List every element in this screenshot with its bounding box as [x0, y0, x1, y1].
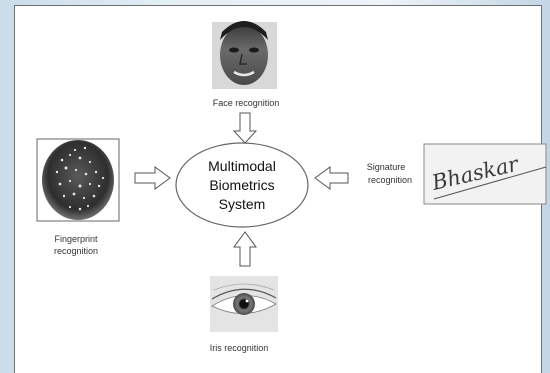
hollow-arrow-right-icon: [134, 166, 171, 190]
face-photo: [212, 21, 277, 89]
hollow-arrow-left-icon: [314, 166, 349, 190]
central-line-3: System: [218, 196, 266, 212]
iris-eye-image: [210, 276, 278, 332]
fingerprint-image: [36, 138, 120, 222]
face-label: Face recognition: [213, 98, 280, 108]
signature-label-line2: recognition: [368, 175, 412, 185]
central-system-label: Multimodal Biometrics System: [180, 157, 304, 214]
central-line-1: Multimodal: [208, 158, 276, 174]
central-line-2: Biometrics: [209, 177, 275, 193]
signature-label-line1: Signature: [367, 162, 406, 172]
fingerprint-label-line1: Fingerprint: [54, 234, 98, 244]
fingerprint-label-line2: recognition: [54, 246, 98, 256]
central-ellipse: [175, 142, 309, 228]
hollow-arrow-up-icon: [233, 231, 257, 267]
signature-image: Bhaskar: [423, 143, 547, 205]
hollow-arrow-down-icon: [232, 112, 258, 144]
iris-label: Iris recognition: [210, 343, 269, 353]
